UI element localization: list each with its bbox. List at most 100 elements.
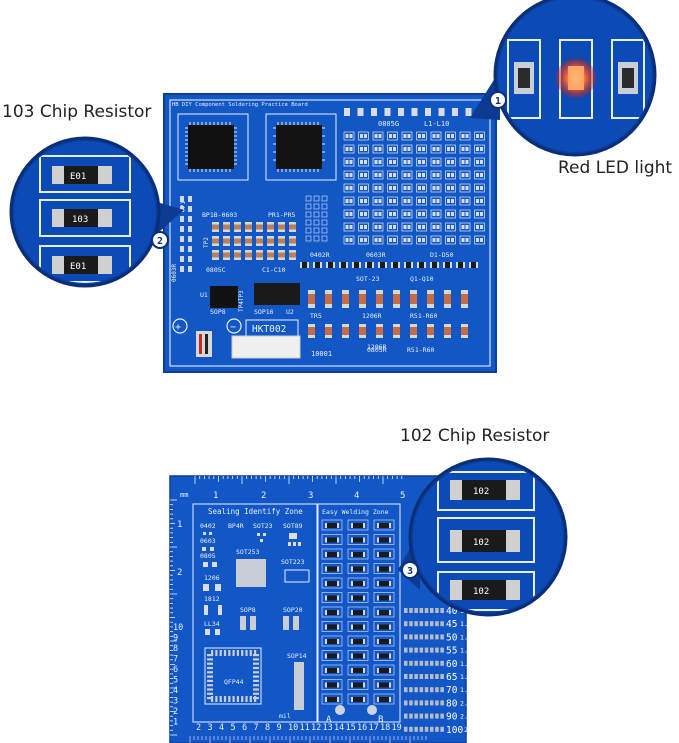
led-pad: [372, 235, 384, 245]
pitch-trace-pad: [404, 700, 408, 706]
led-pad: [387, 144, 398, 154]
led-pad: [358, 144, 369, 154]
callout-number-2: 2: [157, 236, 163, 247]
capacitor-pad: [256, 222, 263, 232]
magnifier2-text-2: 103: [72, 215, 88, 225]
magnifier-103-resistor: E01 103 E01 2: [9, 136, 184, 288]
weld-pad-cell: [373, 664, 395, 676]
led-pad: [445, 209, 456, 219]
board1-label-bp1b: BP1B-0603: [202, 211, 237, 219]
pitch-trace-pad: [414, 660, 418, 666]
pitch-trace-pad: [419, 726, 424, 732]
sealing-zone-title: Sealing Identify Zone: [208, 507, 303, 516]
led-pad: [430, 235, 442, 245]
led-pad: [416, 183, 427, 193]
pitch-mil-value: 70: [446, 685, 458, 696]
smd-resistor: [430, 262, 439, 268]
pitch-trace-pad: [409, 660, 413, 666]
pitch-trace-pad: [419, 647, 424, 653]
pitch-trace-pad: [409, 687, 413, 693]
pitch-trace-pad: [435, 621, 439, 627]
pitch-mil-value: 50: [446, 632, 458, 643]
led-pad: [401, 235, 413, 245]
led-pad: [459, 144, 471, 154]
ruler-bottom-num: 6: [242, 723, 247, 733]
label-a: A: [326, 715, 332, 725]
smd-resistor: [352, 262, 361, 268]
led-pad: [474, 235, 485, 245]
led-pad: [445, 235, 456, 245]
weld-pad-cell: [321, 650, 343, 661]
led-pad: [358, 170, 369, 180]
smd-resistor: [404, 262, 413, 268]
board1-label-c1-c10: C1-C10: [262, 266, 286, 274]
capacitor-pad: [289, 236, 296, 246]
pkg-sot253: SOT253: [236, 548, 260, 556]
weld-pad-cell: [347, 577, 369, 589]
magnifier2-text-3: E01: [70, 262, 86, 272]
side-pad: [180, 206, 184, 212]
pitch-trace-pad: [424, 634, 429, 640]
ruler-top-1: 1: [213, 491, 218, 501]
callout-badge-1: [489, 91, 507, 109]
led-pad: [459, 170, 471, 180]
weld-pad-cell: [321, 621, 343, 632]
pitch-mm-value: 1.651: [460, 673, 480, 681]
pitch-trace-pad: [435, 647, 439, 653]
ruler-top-5: 5: [400, 491, 405, 501]
led-pad: [416, 131, 427, 141]
weld-pad-cell: [347, 519, 369, 531]
pitch-trace-pad: [435, 660, 439, 666]
led-pad: [358, 222, 369, 232]
led-pad: [445, 170, 456, 180]
pitch-trace-pad: [409, 674, 413, 679]
minus-terminal-icon: [226, 318, 242, 334]
pitch-trace-pad: [435, 634, 439, 640]
pkg-0805: 0805: [200, 552, 216, 560]
qfp-pad: [241, 650, 244, 656]
sealing-zone-box: [192, 503, 318, 723]
weld-pad-cell: [321, 534, 343, 545]
pitch-trace-pad: [424, 674, 429, 679]
weld-pad-cell: [373, 592, 395, 603]
sot253-footprint: [236, 559, 266, 587]
pitch-trace-pad: [424, 726, 429, 732]
pitch-trace-pad: [414, 621, 418, 627]
pitch-trace-pad: [404, 660, 408, 666]
led-pad: [401, 170, 413, 180]
pitch-trace-pad: [419, 674, 424, 679]
pitch-trace-pad: [440, 674, 444, 679]
top-pad: [438, 108, 445, 116]
board1-label-u2: U2: [286, 308, 294, 316]
led-pad: [430, 196, 442, 206]
capacitor-pad: [234, 236, 241, 246]
plus-sign-icon: +: [175, 322, 181, 333]
led-pad: [474, 222, 485, 232]
led-pad: [459, 183, 471, 193]
tiny-pad: [305, 235, 312, 242]
pitch-trace-pad: [424, 621, 429, 627]
smd-resistor: [417, 262, 426, 268]
capacitor-pad: [289, 222, 296, 232]
qfp-chip-left: [177, 113, 249, 181]
pitch-trace-pad: [404, 621, 408, 627]
led-pad: [387, 157, 398, 167]
pkg-bp4r: BP4R: [228, 522, 244, 530]
pitch-trace-pad: [409, 647, 413, 653]
pitch-trace-pad: [414, 634, 418, 640]
pitch-trace-pad: [409, 634, 413, 640]
pitch-mm-value: 2.286: [460, 713, 480, 721]
top-pad: [344, 108, 350, 116]
side-pad: [180, 196, 184, 202]
weld-pad-cell: [373, 577, 395, 589]
pitch-mil-value: 60: [446, 659, 458, 670]
weld-pad-cell: [373, 693, 395, 705]
board1-serial: 10001: [311, 350, 332, 358]
weld-pad-cell: [321, 679, 343, 690]
smd-resistor-lower: [342, 290, 349, 308]
ruler-top-2: 2: [261, 491, 266, 501]
minus-sign-icon: −: [230, 322, 236, 333]
side-pad: [180, 256, 184, 262]
pitch-trace-pad: [414, 608, 418, 613]
ruler-left-vertical-num: 9: [173, 634, 178, 644]
